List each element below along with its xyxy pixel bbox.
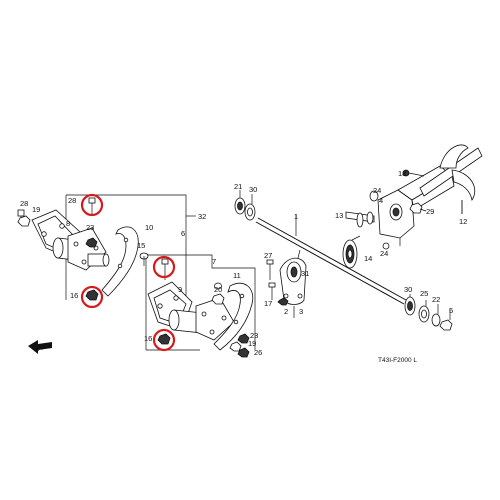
impeller-shaft [419, 144, 483, 214]
callout: 2 [284, 307, 288, 316]
callout: 8 [66, 219, 70, 228]
highlight-nut-16-lower [152, 328, 176, 352]
right-shaft-bearings [404, 294, 453, 331]
callout: 12 [459, 217, 467, 226]
highlight-nut-16-upper [80, 285, 104, 309]
callout: 3 [299, 307, 303, 316]
drawing-code: T43I-F2000 L [378, 357, 417, 364]
callout: 27 [264, 251, 272, 260]
callout: 30 [249, 185, 257, 194]
callout: 25 [420, 289, 428, 298]
front-direction-label: FR. [37, 344, 48, 353]
callout: 4 [379, 196, 383, 205]
callout: 10 [145, 223, 153, 232]
callout: 16 [70, 291, 78, 300]
lower-group-leader-box [145, 254, 256, 351]
highlight-bolt-28-upper [80, 193, 104, 217]
gearbox-housing [377, 165, 455, 246]
left-shaft-bearings [234, 190, 256, 221]
callout: 24 [373, 186, 381, 195]
callout: 14 [364, 254, 372, 263]
callout: 24 [380, 249, 388, 258]
gearbox-bolts [402, 169, 427, 214]
highlight-bolt-28-lower [152, 255, 176, 279]
front-direction-arrow [28, 340, 52, 354]
callout: 15 [137, 241, 145, 250]
housing-screws [266, 259, 289, 306]
callout: 23 [86, 223, 94, 232]
callout: 30 [404, 285, 412, 294]
callout: 32 [198, 212, 206, 221]
callout: 5 [449, 306, 453, 315]
callout: 28 [68, 196, 76, 205]
worm-shaft [345, 211, 375, 228]
callout: 1 [294, 212, 298, 221]
callout: 28 [20, 199, 28, 208]
worm-gear [342, 235, 361, 269]
bearing-housing [279, 249, 307, 318]
upper-auger-plate [31, 209, 110, 271]
callout: 19 [248, 339, 256, 348]
callout: 31 [301, 269, 309, 278]
callout: 23 [250, 331, 258, 340]
callout: 6 [181, 229, 185, 238]
callout-labels: 1 2 3 4 5 6 7 8 9 10 11 12 13 14 15 16 1… [20, 169, 467, 357]
callout: 17 [264, 299, 272, 308]
callout: 9 [178, 285, 182, 294]
lower-auger-blade [213, 282, 254, 351]
callout: 13 [335, 211, 343, 220]
callout: 7 [212, 257, 216, 266]
upper-auger-blade [101, 226, 139, 297]
main-shaft [255, 214, 407, 305]
callout: 29 [426, 207, 434, 216]
callout: 20 [214, 285, 222, 294]
callout: 11 [233, 271, 241, 280]
gearbox-seals [369, 190, 390, 250]
callout: 19 [32, 205, 40, 214]
lower-fasteners [157, 258, 250, 358]
highlight-circles [80, 193, 176, 352]
callout: 22 [432, 295, 440, 304]
callout: 26 [254, 348, 262, 357]
callout: 18 [398, 169, 406, 178]
lower-auger-plate [147, 281, 235, 341]
callout: 21 [234, 182, 242, 191]
upper-fasteners [17, 197, 149, 301]
callout: 16 [144, 334, 152, 343]
